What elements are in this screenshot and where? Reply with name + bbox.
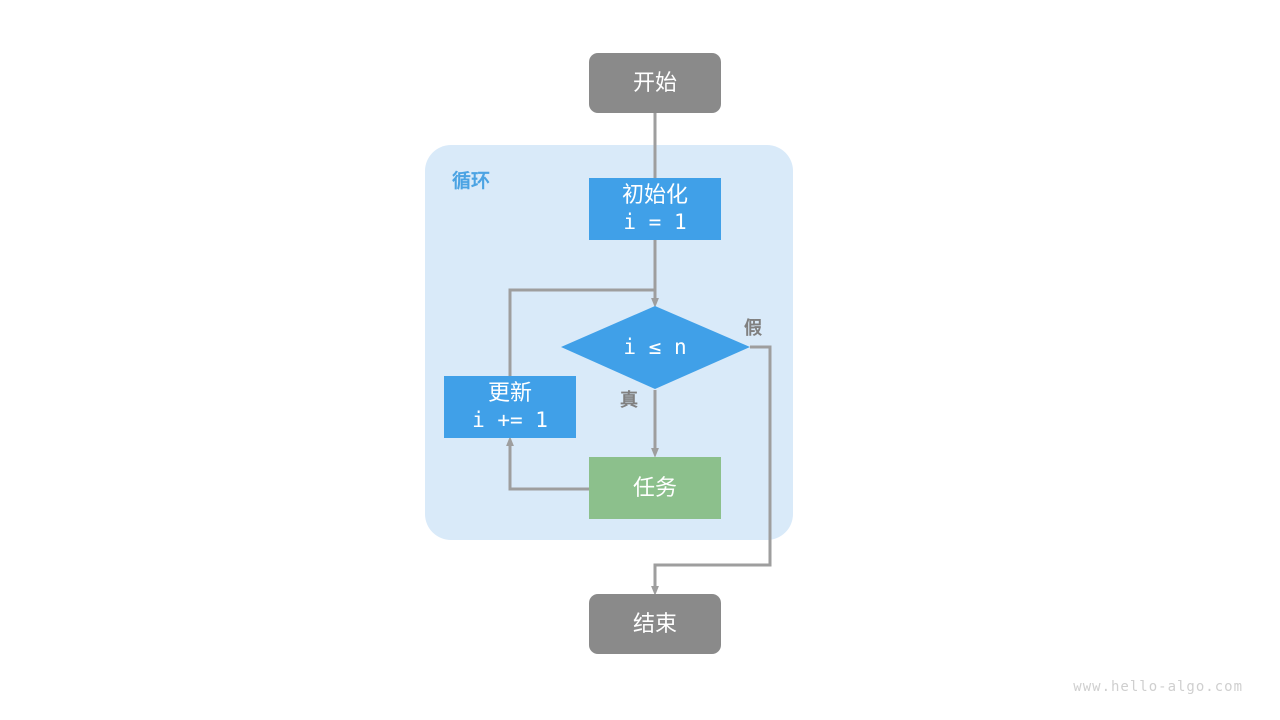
node-update-label-line1: 更新 [488, 380, 532, 405]
node-decision-shape [561, 306, 750, 389]
node-init-label-line2: i = 1 [623, 210, 686, 234]
node-start[interactable]: 开始 [589, 53, 721, 113]
edge-label-true: 真 [620, 389, 638, 410]
watermark-text: www.hello-algo.com [1073, 679, 1243, 695]
node-init-label-line1: 初始化 [622, 182, 688, 207]
node-start-label: 开始 [633, 70, 677, 95]
edge-update-to-decision [508, 288, 655, 376]
node-decision-label: i ≤ n [623, 335, 686, 359]
node-init[interactable]: 初始化 i = 1 [589, 178, 721, 240]
loop-group-label: 循环 [452, 169, 490, 192]
node-task[interactable]: 任务 [589, 457, 721, 519]
edge-task-to-update [506, 436, 589, 491]
node-update-label-line2: i += 1 [472, 408, 548, 432]
node-init-shape [589, 178, 721, 240]
node-end-label: 结束 [633, 611, 677, 636]
node-update[interactable]: 更新 i += 1 [444, 376, 576, 438]
node-update-shape [444, 376, 576, 438]
edge-label-false: 假 [744, 317, 763, 338]
edge-decision-false-to-end [651, 345, 772, 596]
node-end[interactable]: 结束 [589, 594, 721, 654]
node-start-shape [589, 53, 721, 113]
node-task-shape [589, 457, 721, 519]
node-task-label: 任务 [633, 475, 677, 500]
node-decision[interactable]: i ≤ n [561, 306, 750, 389]
node-end-shape [589, 594, 721, 654]
